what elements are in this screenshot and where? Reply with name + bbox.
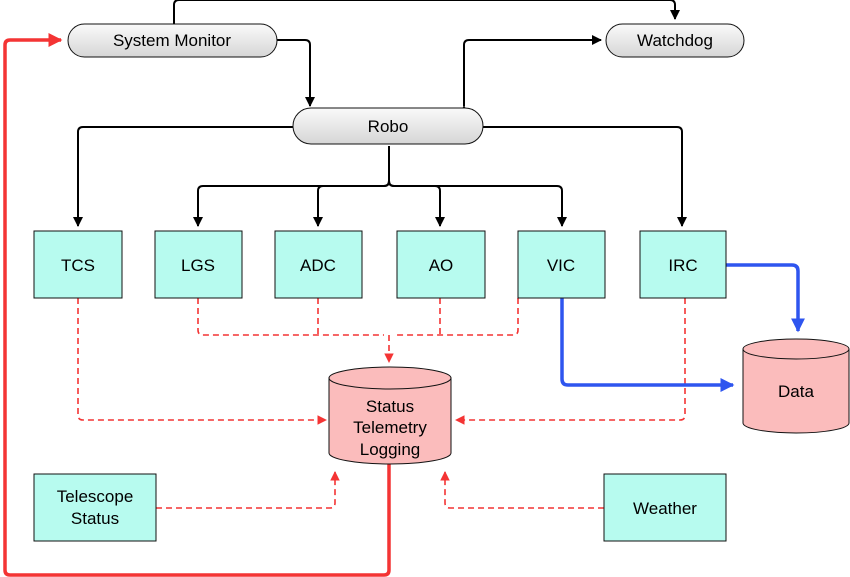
system-monitor-node: System Monitor xyxy=(67,23,278,58)
arrow-robo-to-tcs xyxy=(73,126,293,227)
telescope-status-label: Status xyxy=(71,509,119,528)
arrow-robo-to-ao xyxy=(388,180,445,227)
arrow-monitor-to-watchdog xyxy=(173,0,680,24)
telemetry-irc xyxy=(455,298,686,425)
weather-label: Weather xyxy=(633,499,697,518)
adc-box: ADC xyxy=(274,230,363,299)
data-vic-to-data xyxy=(560,298,735,392)
arrow-monitor-to-robo xyxy=(277,39,315,107)
tcs-label: TCS xyxy=(61,256,95,275)
arrow-robo-to-adc xyxy=(313,180,390,227)
robo-node: Robo xyxy=(292,107,484,145)
lgs-box: LGS xyxy=(154,230,243,299)
telemetry-telescope-status xyxy=(156,471,340,509)
watchdog-label: Watchdog xyxy=(637,31,713,50)
telemetry-tcs xyxy=(77,298,327,425)
irc-box: IRC xyxy=(639,230,727,299)
telemetry-connections xyxy=(77,298,686,509)
control-connections xyxy=(73,0,687,227)
ao-label: AO xyxy=(429,256,454,275)
tcs-box: TCS xyxy=(33,230,123,299)
data-irc-to-data xyxy=(726,263,805,333)
irc-label: IRC xyxy=(668,256,697,275)
lgs-label: LGS xyxy=(181,256,215,275)
arrow-robo-to-vic xyxy=(388,180,567,227)
ao-box: AO xyxy=(396,230,486,299)
arrow-robo-to-irc xyxy=(483,126,687,227)
vic-label: VIC xyxy=(547,256,575,275)
adc-label: ADC xyxy=(300,256,336,275)
data-connections xyxy=(560,263,805,392)
vic-box: VIC xyxy=(517,230,606,299)
status-label: Status xyxy=(366,397,414,416)
telemetry-weather xyxy=(440,471,604,509)
robo-label: Robo xyxy=(368,117,409,136)
arrow-watchdog-robo xyxy=(459,35,602,115)
logging-label: Logging xyxy=(360,440,421,459)
data-label: Data xyxy=(778,382,814,401)
arrow-robo-to-lgs xyxy=(193,180,390,227)
data-storage-cylinder: Data xyxy=(742,338,850,434)
system-monitor-label: System Monitor xyxy=(113,31,231,50)
telescope-status-box: Telescope Status xyxy=(33,473,157,542)
telescope-label: Telescope xyxy=(57,487,134,506)
telemetry-label: Telemetry xyxy=(353,418,427,437)
status-logging-cylinder: Status Telemetry Logging xyxy=(328,366,452,465)
watchdog-node: Watchdog xyxy=(605,23,745,58)
weather-box: Weather xyxy=(603,473,727,542)
telemetry-vic xyxy=(394,298,519,336)
monitor-feedback-loop xyxy=(3,33,391,577)
telemetry-lgs xyxy=(197,298,384,336)
